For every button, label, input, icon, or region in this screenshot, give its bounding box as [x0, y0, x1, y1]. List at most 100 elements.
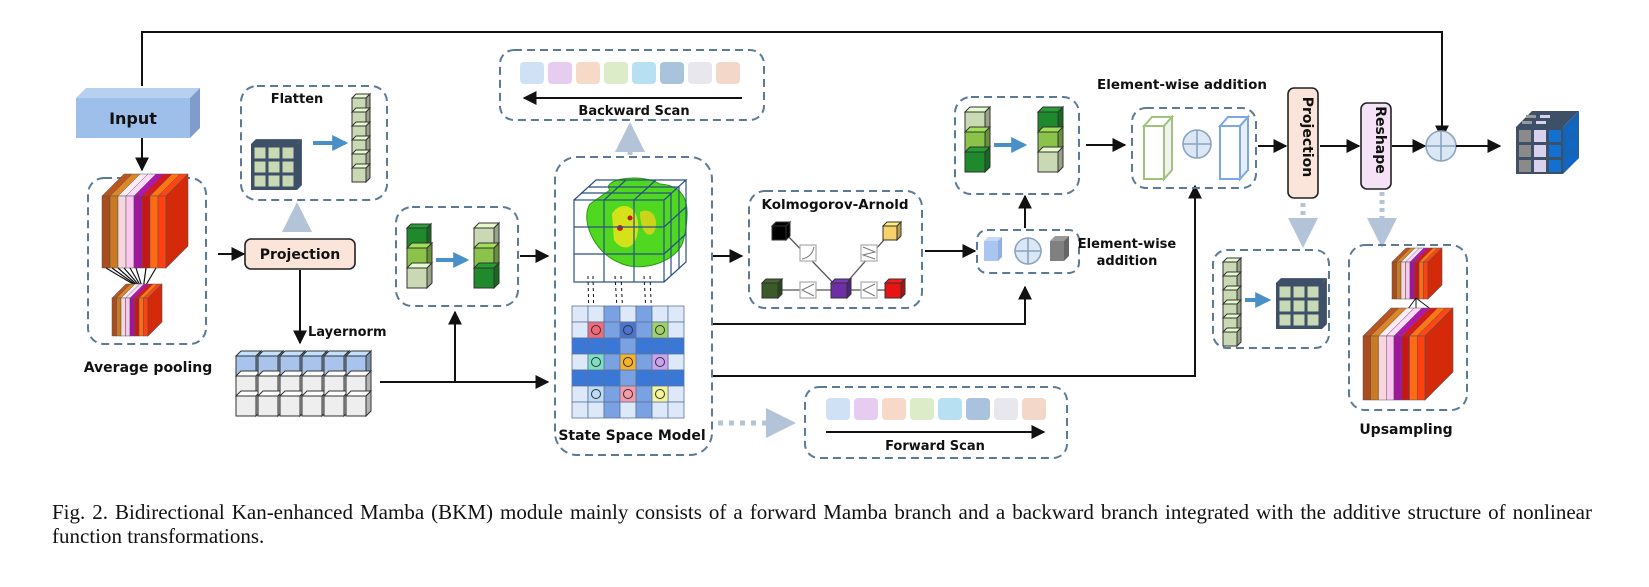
layernorm-label: Layernorm: [308, 325, 387, 340]
projection-2-label: Projection: [1299, 97, 1315, 177]
output-cell: [1549, 145, 1561, 157]
tensor-stripe: [125, 297, 131, 337]
scan-token: [548, 62, 572, 84]
circle-plus-icon: [1182, 129, 1212, 159]
highlighted-cell: [651, 385, 669, 403]
matrix-cell: [571, 337, 589, 355]
elementwise-addition-top-label: Element-wise addition: [1097, 77, 1267, 93]
matrix-cell: [651, 337, 669, 355]
matrix-cell: [571, 385, 589, 403]
highlighted-cell: [587, 321, 605, 339]
matrix-cell: [587, 369, 605, 387]
backward-scan-label: Backward Scan: [578, 104, 689, 119]
scan-token: [938, 398, 962, 420]
output-cube-icon: [1516, 111, 1579, 174]
scan-point: [591, 325, 601, 335]
matrix-cell: [603, 385, 621, 403]
tensor-stripe: [1418, 261, 1424, 300]
matrix-cell: [571, 305, 589, 323]
token-column: [1221, 256, 1243, 348]
output-side-cell: [1566, 120, 1576, 139]
scan-token: [716, 62, 740, 84]
backward-scan-panel: Backward Scan: [499, 49, 765, 121]
grid-cell: [268, 175, 280, 187]
matrix-cell: [603, 353, 621, 371]
output-cell: [1534, 130, 1546, 142]
grid-cell: [1293, 314, 1305, 326]
ssm-scan-matrix: [571, 305, 685, 419]
tensor-stripe: [1409, 261, 1415, 300]
projection-block-1: Projection: [244, 238, 356, 270]
tensor-stripe: [101, 195, 111, 269]
output-cell: [1534, 145, 1546, 157]
elementwise-addition-mid-panel: [976, 229, 1080, 274]
tensor-stripe: [1400, 261, 1406, 300]
forward-scan-label: Forward Scan: [885, 439, 985, 454]
scan-token: [660, 62, 684, 84]
tensor-stripe: [133, 195, 143, 269]
token: [1221, 326, 1243, 348]
grid-cell: [268, 161, 280, 173]
bkm-diagram: Input Average pooling Projection Flatten…: [76, 31, 1579, 459]
tensor-stripe: [116, 297, 122, 337]
scan-token: [604, 62, 628, 84]
kan-node-bottom-left: [760, 277, 784, 300]
elementwise-addition-mid-label-2: addition: [1097, 254, 1158, 269]
tensor-stripe: [1417, 335, 1426, 401]
pooling-large-tensor: [101, 173, 189, 269]
tensor-stripe: [111, 297, 117, 337]
tensor-large: [101, 173, 189, 269]
state-space-model-label: State Space Model: [558, 428, 705, 444]
grid-cell: [282, 147, 294, 159]
flatten-label: Flatten: [271, 92, 324, 107]
output-cell: [1549, 160, 1561, 172]
tensor-stripe: [1396, 261, 1402, 300]
grid-cell: [1307, 286, 1319, 298]
tensor-stripe: [143, 297, 149, 337]
layernorm-token: [300, 389, 329, 418]
grid-cell: [282, 161, 294, 173]
projection-block-2: Projection: [1287, 87, 1319, 199]
sequence-flip-panel-left: [395, 206, 519, 307]
matrix-cell: [571, 401, 589, 419]
grid-cell: [254, 147, 266, 159]
matrix-cell: [603, 369, 621, 387]
matrix-cell: [635, 321, 653, 339]
tensor-stripe: [141, 195, 151, 269]
grid-cell: [1279, 300, 1291, 312]
matrix-cell: [635, 385, 653, 403]
matrix-cell: [619, 305, 637, 323]
tensor-stripe: [1401, 335, 1410, 401]
matrix-cell: [667, 401, 685, 419]
grid-cell: [1307, 300, 1319, 312]
forward-scan-panel: Forward Scan: [804, 386, 1068, 459]
scan-token: [632, 62, 656, 84]
grid-cell: [254, 161, 266, 173]
gray-cube-icon: [1050, 236, 1069, 261]
matrix-cell: [651, 401, 669, 419]
tensor-stripe: [109, 195, 119, 269]
kan-node-center: [829, 277, 853, 300]
matrix-cell: [571, 369, 589, 387]
matrix-cell: [603, 337, 621, 355]
scan-token: [966, 398, 990, 420]
matrix-cell: [587, 305, 605, 323]
tensor-stripe: [1378, 335, 1387, 401]
grid-cell: [1279, 314, 1291, 326]
tensor-stripe: [1423, 261, 1429, 300]
output-cell: [1519, 130, 1531, 142]
highlighted-cell: [619, 321, 637, 339]
output-cell: [1549, 130, 1561, 142]
grid-cell: [282, 175, 294, 187]
matrix-cell: [635, 401, 653, 419]
scan-token: [688, 62, 712, 84]
tensor-stripe: [1386, 335, 1395, 401]
highlighted-cell: [619, 385, 637, 403]
output-cell: [1519, 145, 1531, 157]
kan-node-bottom-right: [883, 277, 907, 300]
tensor-stripe: [117, 195, 127, 269]
matrix-cell: [651, 305, 669, 323]
matrix-cell: [619, 369, 637, 387]
highlighted-cell: [619, 353, 637, 371]
matrix-cell: [635, 305, 653, 323]
